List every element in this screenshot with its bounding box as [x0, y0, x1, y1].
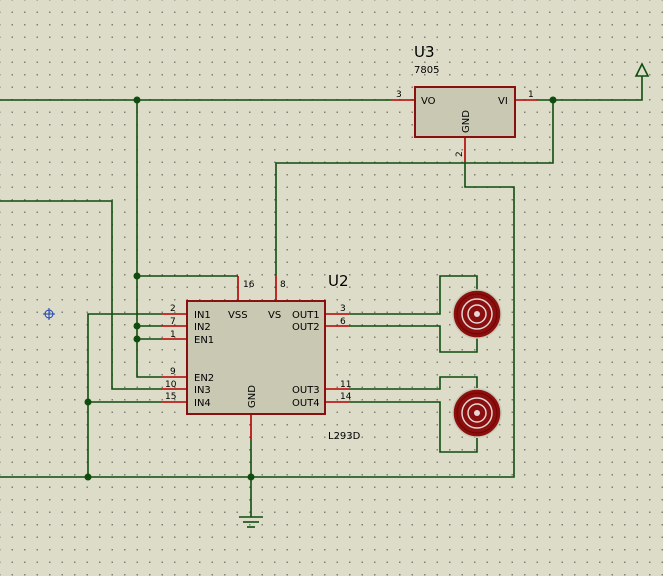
- wire-in1-in4[interactable]: [87, 313, 162, 477]
- pin-name-in1: IN1: [194, 310, 211, 321]
- wire-en2-feed[interactable]: [136, 339, 162, 378]
- pin-name-gnd: GND: [461, 110, 472, 133]
- driver-u2[interactable]: U2 L293D IN1 IN2 EN1 EN2 IN3 IN4 VSS VS …: [162, 272, 361, 442]
- pin-number-out4: 14: [340, 392, 352, 402]
- wires: [0, 76, 643, 517]
- pin-name-in2: IN2: [194, 322, 211, 333]
- dc-motor-2-icon[interactable]: [452, 388, 502, 438]
- regulator-u3[interactable]: U3 7805 VO VI GND 3 1 2: [392, 43, 538, 162]
- wire-regulator-gnd[interactable]: [0, 162, 515, 478]
- junctions: [84, 96, 557, 481]
- pin-name-in4: IN4: [194, 398, 211, 409]
- pin-name-out1: OUT1: [292, 310, 320, 321]
- pin-name-en1: EN1: [194, 335, 214, 346]
- crosshair-icon: [43, 308, 55, 320]
- junction-dot: [549, 96, 557, 104]
- wire-out1-motor1[interactable]: [350, 275, 478, 315]
- pin-number-in2: 7: [170, 317, 176, 327]
- pin-name-u2-gnd: GND: [247, 385, 258, 408]
- pin-number-in4: 15: [165, 392, 176, 402]
- u2-ref-label: U2: [328, 272, 349, 290]
- wire-5v-bus[interactable]: [136, 100, 162, 340]
- junction-dot: [133, 96, 141, 104]
- pin-number-gnd: 2: [455, 151, 465, 157]
- wire-vs-supply[interactable]: [275, 100, 554, 276]
- pin-number-out1: 3: [340, 304, 346, 314]
- junction-dot: [133, 272, 141, 280]
- junction-dot: [133, 322, 141, 330]
- pin-name-out4: OUT4: [292, 398, 320, 409]
- wire-vin[interactable]: [538, 76, 643, 101]
- pin-number-vss: 16: [243, 280, 255, 290]
- pin-number-out2: 6: [340, 317, 346, 327]
- regulator-body[interactable]: [414, 86, 516, 138]
- pin-name-out3: OUT3: [292, 385, 320, 396]
- wire-out4-motor2[interactable]: [350, 401, 478, 453]
- pin-number-vi: 1: [528, 90, 534, 100]
- junction-dot: [247, 473, 255, 481]
- pin-number-en1: 1: [170, 330, 176, 340]
- pin-number-out3: 11: [340, 380, 351, 390]
- dc-motor-1-icon[interactable]: [452, 289, 502, 339]
- pin-name-en2: EN2: [194, 373, 214, 384]
- junction-dot: [84, 398, 92, 406]
- power-terminal-icon[interactable]: [634, 62, 650, 77]
- pin-name-out2: OUT2: [292, 322, 320, 333]
- pin-number-en2: 9: [170, 367, 176, 377]
- driver-body[interactable]: [186, 300, 326, 415]
- wire-out2-motor1[interactable]: [350, 325, 478, 353]
- wire-out3-motor2[interactable]: [350, 376, 478, 390]
- pin-name-vo: VO: [421, 96, 436, 107]
- junction-dot: [133, 335, 141, 343]
- pin-name-vi: VI: [498, 96, 508, 107]
- pin-number-in1: 2: [170, 304, 176, 314]
- pin-name-vss: VSS: [228, 310, 248, 321]
- u3-ref-label: U3: [414, 43, 435, 61]
- pin-number-vs: 8: [280, 280, 286, 290]
- pin-name-in3: IN3: [194, 385, 211, 396]
- u2-value-label: L293D: [328, 431, 361, 442]
- pin-number-vo: 3: [396, 90, 402, 100]
- ground-icon[interactable]: [239, 516, 263, 528]
- junction-dot: [84, 473, 92, 481]
- wire-in3[interactable]: [0, 200, 162, 390]
- u3-value-label: 7805: [414, 65, 439, 76]
- pin-name-vs: VS: [268, 310, 281, 321]
- pin-number-in3: 10: [165, 380, 177, 390]
